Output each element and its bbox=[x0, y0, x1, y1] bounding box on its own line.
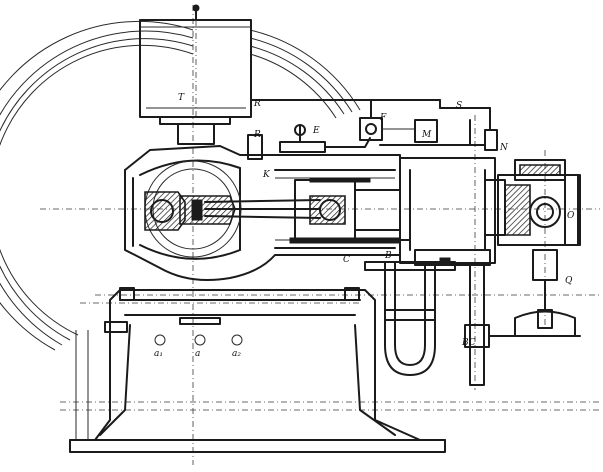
crank-assembly bbox=[144, 160, 321, 258]
oil-tank bbox=[139, 4, 491, 145]
labels: T R E K F M R S N B C Q O BC a₁ a a₂ bbox=[154, 93, 575, 359]
delivery-pipe bbox=[464, 249, 581, 386]
label-F: F bbox=[379, 113, 387, 123]
label-B: B bbox=[384, 251, 392, 261]
label-T: T bbox=[178, 93, 185, 103]
label-C: C bbox=[343, 255, 350, 265]
label-O: O bbox=[567, 211, 575, 221]
label-BC: BC bbox=[461, 338, 476, 348]
crosshead bbox=[289, 177, 401, 244]
label-M: M bbox=[421, 130, 432, 140]
label-a3: a₂ bbox=[232, 349, 241, 359]
label-E: E bbox=[312, 126, 320, 136]
label-S: S bbox=[456, 101, 462, 111]
label-K: K bbox=[262, 170, 271, 180]
valve-gear bbox=[247, 99, 498, 160]
u-trap bbox=[364, 261, 456, 376]
label-R-top: R bbox=[253, 99, 261, 109]
label-a2: a bbox=[195, 349, 200, 359]
label-Q: Q bbox=[565, 276, 573, 286]
label-R: R bbox=[253, 130, 261, 140]
label-a1: a₁ bbox=[154, 349, 163, 359]
base-frame bbox=[69, 287, 446, 453]
cylinder-head bbox=[399, 157, 581, 266]
frame-body bbox=[124, 145, 411, 281]
label-N: N bbox=[499, 143, 509, 153]
